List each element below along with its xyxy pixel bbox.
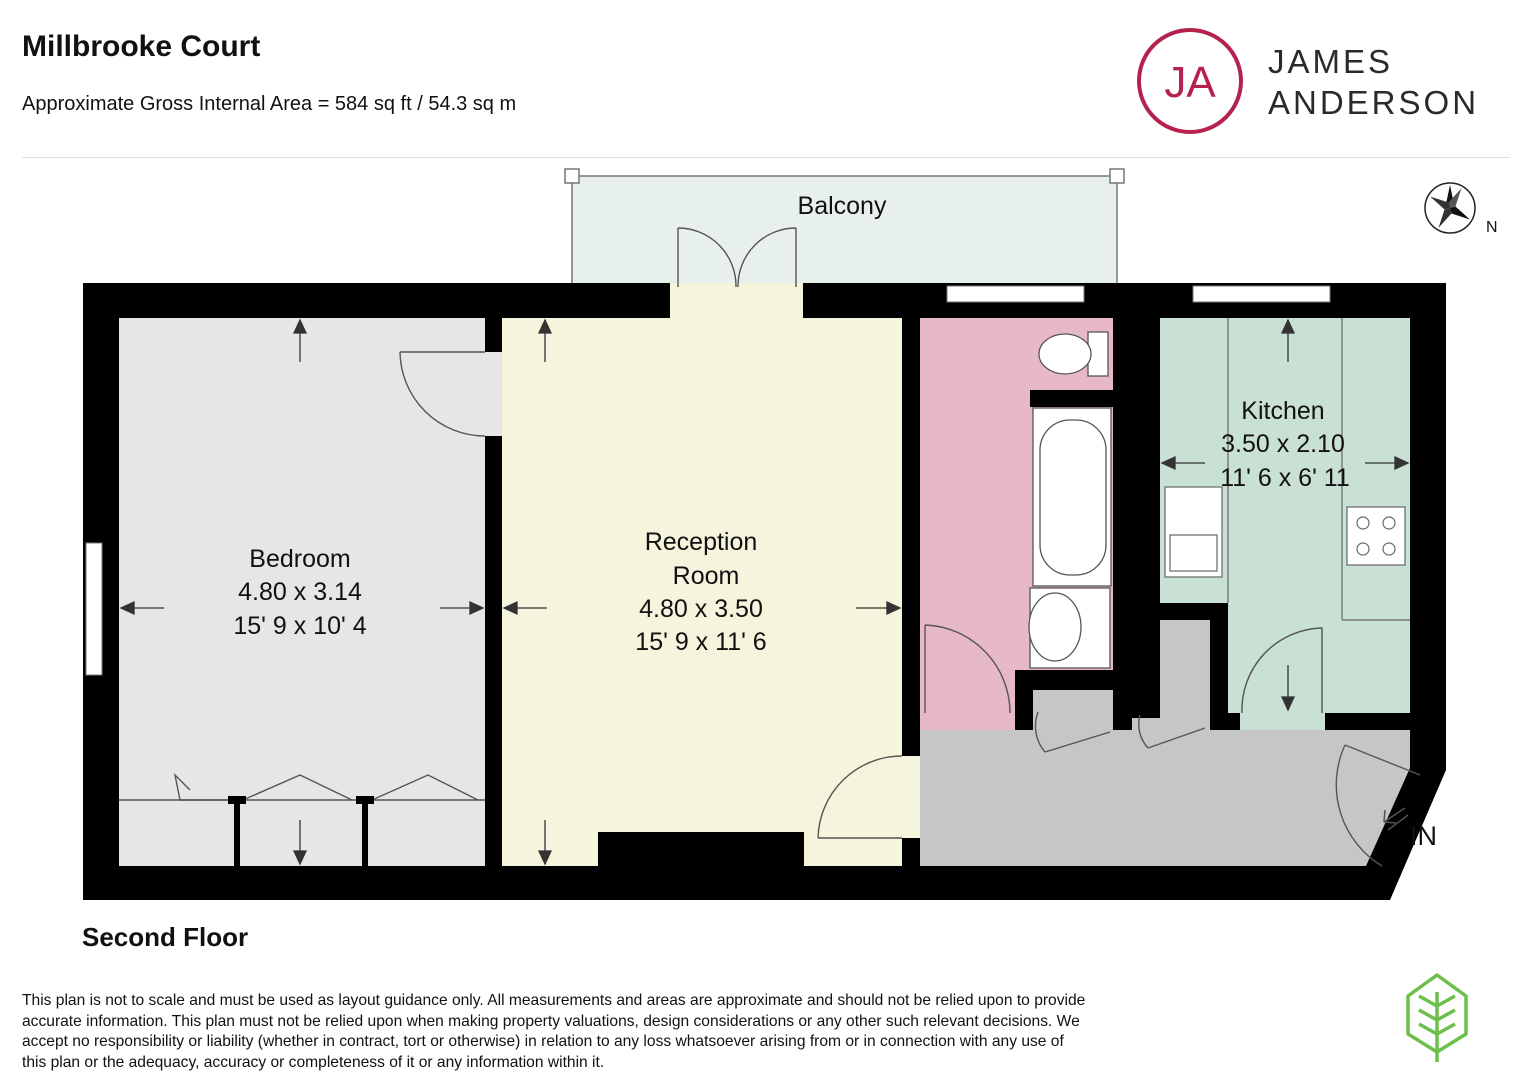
gross-area-text: Approximate Gross Internal Area = 584 sq…	[22, 93, 517, 115]
floor-label: Second Floor	[82, 922, 249, 952]
cupboard-1	[1033, 690, 1113, 730]
brand-name-line2: ANDERSON	[1268, 84, 1480, 121]
kitchen-metric: 3.50 x 2.10	[1221, 430, 1345, 458]
brand-monogram: JA	[1164, 58, 1216, 107]
kitchen-doorway	[1240, 713, 1325, 730]
kitchen-window	[1192, 285, 1331, 303]
reception-area	[502, 318, 902, 866]
disclaimer-text: This plan is not to scale and must be us…	[22, 992, 1086, 1071]
internal-walls	[598, 283, 1410, 866]
balcony-label: Balcony	[798, 192, 887, 220]
entrance-arrow-icon	[1383, 807, 1409, 831]
wardrobes	[119, 796, 485, 866]
compass-north-label: N	[1486, 219, 1498, 236]
reception-label-line1: Reception	[645, 528, 758, 556]
bedroom-imperial: 15' 9 x 10' 4	[233, 612, 366, 640]
balcony-doorway	[670, 283, 803, 318]
entrance-label: IN	[1410, 821, 1437, 851]
compass-icon: N	[1424, 182, 1498, 236]
brand-name-line1: JAMES	[1268, 43, 1394, 80]
dimension-arrows	[119, 318, 1410, 866]
kitchen-fixtures	[1164, 318, 1410, 621]
bathroom-fixtures	[1028, 331, 1112, 669]
bathroom-doorway	[925, 713, 1010, 730]
bedroom-metric: 4.80 x 3.14	[238, 578, 362, 606]
bedroom-label: Bedroom	[249, 545, 350, 573]
hallway-area	[920, 730, 1410, 866]
reception-label-line2: Room	[673, 562, 740, 590]
reception-door-gap	[902, 756, 920, 838]
reception-metric: 4.80 x 3.50	[639, 595, 763, 623]
brand-logo-mark: JA	[1137, 28, 1243, 134]
kitchen-imperial: 11' 6 x 6' 11	[1220, 464, 1350, 492]
balcony	[564, 168, 1125, 285]
reception-imperial: 15' 9 x 11' 6	[635, 628, 766, 656]
page-title: Millbrooke Court	[22, 30, 261, 63]
bedroom-door-recess	[485, 352, 502, 436]
header-divider	[22, 157, 1510, 158]
bathroom-window	[946, 285, 1085, 303]
kitchen-area-lower	[1228, 603, 1410, 713]
bedroom-window	[85, 542, 103, 676]
eco-house-icon	[1406, 973, 1468, 1062]
kitchen-label: Kitchen	[1241, 397, 1324, 425]
